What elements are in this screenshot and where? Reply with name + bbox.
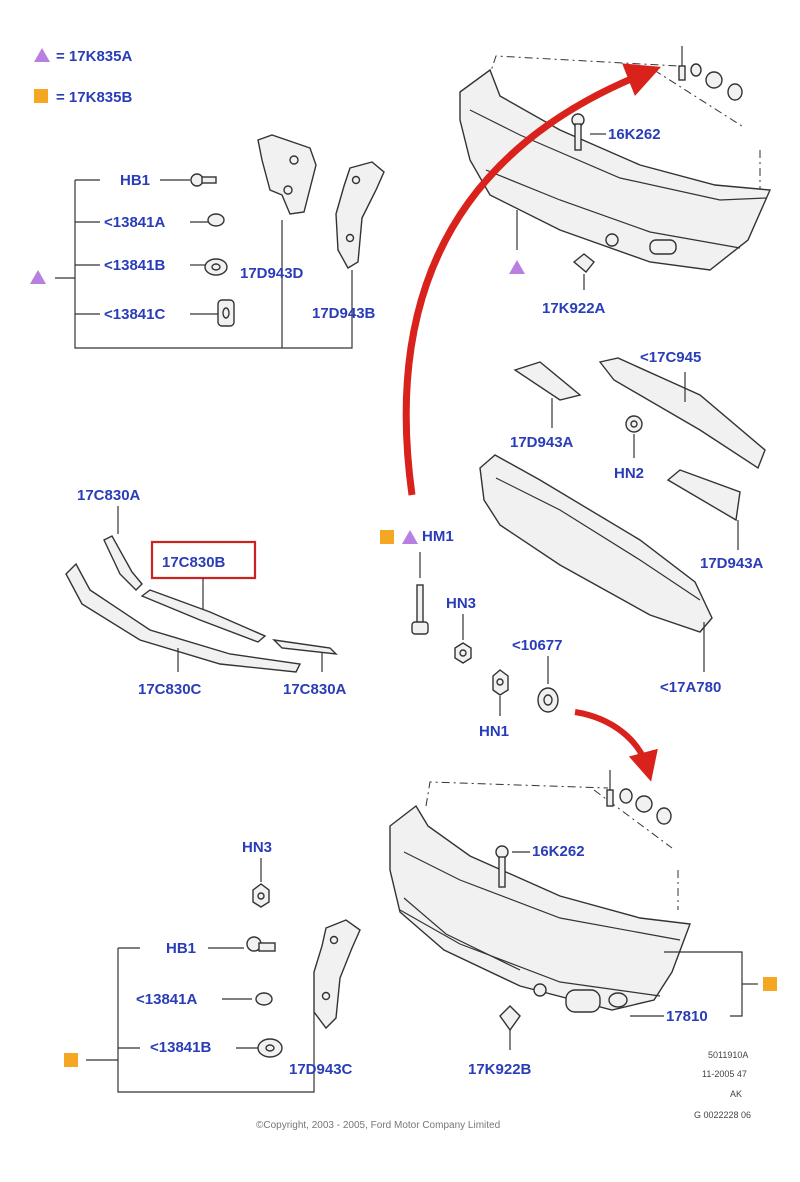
label-13841b-bottom: <13841B bbox=[150, 1039, 211, 1056]
bolt-hb1-bottom-icon bbox=[246, 936, 276, 952]
label-13841b: <13841B bbox=[104, 257, 165, 274]
ref-line-2: 11-2005 47 bbox=[702, 1069, 747, 1079]
bumper-top-part bbox=[459, 68, 772, 271]
washer-13841a-bottom-icon bbox=[255, 992, 273, 1006]
label-hn3-bottom: HN3 bbox=[242, 839, 272, 856]
label-13841a-bottom: <13841A bbox=[136, 991, 197, 1008]
label-hn1: HN1 bbox=[479, 723, 509, 740]
molding-17c830a-top-part bbox=[103, 535, 143, 591]
label-17d943a-left: 17D943A bbox=[510, 434, 574, 451]
label-hn2: HN2 bbox=[614, 465, 644, 482]
label-hn3-mid: HN3 bbox=[446, 595, 476, 612]
middle-right-reinforcement: 17D943A <17C945 HN2 <17A780 17D943A bbox=[479, 349, 766, 696]
bracket-17d943d-part bbox=[257, 134, 317, 215]
molding-group: 17C830A 17C830B 17C830C 17C830A bbox=[65, 487, 347, 698]
square-symbol-icon bbox=[34, 89, 48, 103]
bracket-17d943c-part bbox=[313, 919, 361, 1030]
label-17d943c: 17D943C bbox=[289, 1061, 353, 1078]
nut-hn1-icon bbox=[492, 669, 509, 696]
red-arrow-up-icon bbox=[402, 63, 662, 496]
molding-17c830a-bottom-part bbox=[272, 639, 338, 655]
square-symbol-icon bbox=[380, 530, 394, 544]
screw-16k262-bottom-icon bbox=[495, 845, 509, 888]
label-16k262-bottom: 16K262 bbox=[532, 843, 585, 860]
nut-hn2-icon bbox=[625, 415, 643, 433]
copyright-text: ©Copyright, 2003 - 2005, Ford Motor Comp… bbox=[256, 1120, 500, 1131]
label-17c830b: 17C830B bbox=[162, 554, 226, 571]
bracket-17d943a-right-part bbox=[666, 469, 741, 522]
triangle-symbol-icon bbox=[34, 48, 50, 62]
top-rear-bumper: 16K262 17K922A bbox=[459, 46, 772, 317]
clip-17k922b-icon bbox=[499, 1005, 521, 1032]
molding-17c830b-part bbox=[140, 589, 267, 643]
reference-block: 5011910A 11-2005 47 AK G 0022228 06 bbox=[694, 1050, 751, 1120]
rail-17c945-part bbox=[598, 357, 766, 470]
screw-16k262-top-icon bbox=[571, 113, 585, 151]
legend-square-label: = 17K835B bbox=[56, 89, 132, 106]
washer-13841a-icon bbox=[207, 213, 225, 227]
top-left-bracket-group: HB1 <13841A <13841B <13841C 17D943D 17D9… bbox=[30, 134, 385, 349]
square-symbol-icon bbox=[64, 1053, 78, 1067]
bottom-left-bracket-group: HN3 HB1 <13841A <13841B 17D943C bbox=[64, 839, 361, 1093]
ref-line-4: G 0022228 06 bbox=[694, 1110, 751, 1120]
label-17k922b: 17K922B bbox=[468, 1061, 532, 1078]
molding-17c830c-part bbox=[65, 562, 302, 673]
nut-hn3-mid-icon bbox=[454, 642, 472, 664]
square-symbol-icon bbox=[763, 977, 777, 991]
ref-line-1: 5011910A bbox=[708, 1050, 748, 1060]
label-13841c: <13841C bbox=[104, 306, 165, 323]
triangle-symbol-icon bbox=[402, 530, 418, 544]
triangle-symbol-icon bbox=[509, 260, 525, 274]
label-17d943b: 17D943B bbox=[312, 305, 376, 322]
bumper-bottom-part bbox=[389, 804, 691, 1011]
label-10677: <10677 bbox=[512, 637, 562, 654]
label-17c945: <17C945 bbox=[640, 349, 701, 366]
legend: = 17K835A = 17K835B bbox=[34, 48, 132, 106]
red-arrow-down-icon bbox=[574, 709, 658, 782]
label-hb1-bottom: HB1 bbox=[166, 940, 196, 957]
label-17d943a-right: 17D943A bbox=[700, 555, 764, 572]
bracket-17d943a-left-part bbox=[513, 361, 582, 401]
label-17810: 17810 bbox=[666, 1008, 708, 1025]
triangle-symbol-icon bbox=[30, 270, 46, 284]
legend-triangle-label: = 17K835A bbox=[56, 48, 132, 65]
label-17c830a-top: 17C830A bbox=[77, 487, 141, 504]
label-hm1: HM1 bbox=[422, 528, 454, 545]
bracket-17d943b-part bbox=[335, 161, 385, 269]
clip-10677-icon bbox=[537, 687, 559, 713]
bolt-hm1-icon bbox=[411, 584, 429, 635]
nut-hn3-bottom-icon bbox=[252, 883, 270, 908]
fastener-set-top-icon bbox=[678, 46, 743, 101]
label-17a780: <17A780 bbox=[660, 679, 721, 696]
label-17k922a: 17K922A bbox=[542, 300, 606, 317]
label-17c830c: 17C830C bbox=[138, 681, 202, 698]
label-17c830a-bottom: 17C830A bbox=[283, 681, 347, 698]
label-17d943d: 17D943D bbox=[240, 265, 304, 282]
label-13841a: <13841A bbox=[104, 214, 165, 231]
clip-17k922a-icon bbox=[572, 253, 595, 273]
center-fasteners: HM1 HN3 <10677 HN1 bbox=[380, 528, 658, 782]
label-hb1: HB1 bbox=[120, 172, 150, 189]
bolt-hb1-icon bbox=[190, 173, 217, 187]
bottom-front-bumper: 16K262 17K922B 17810 bbox=[389, 770, 777, 1078]
label-16k262-top: 16K262 bbox=[608, 126, 661, 143]
ref-line-3: AK bbox=[730, 1089, 742, 1099]
fastener-set-bottom-icon bbox=[606, 770, 672, 825]
